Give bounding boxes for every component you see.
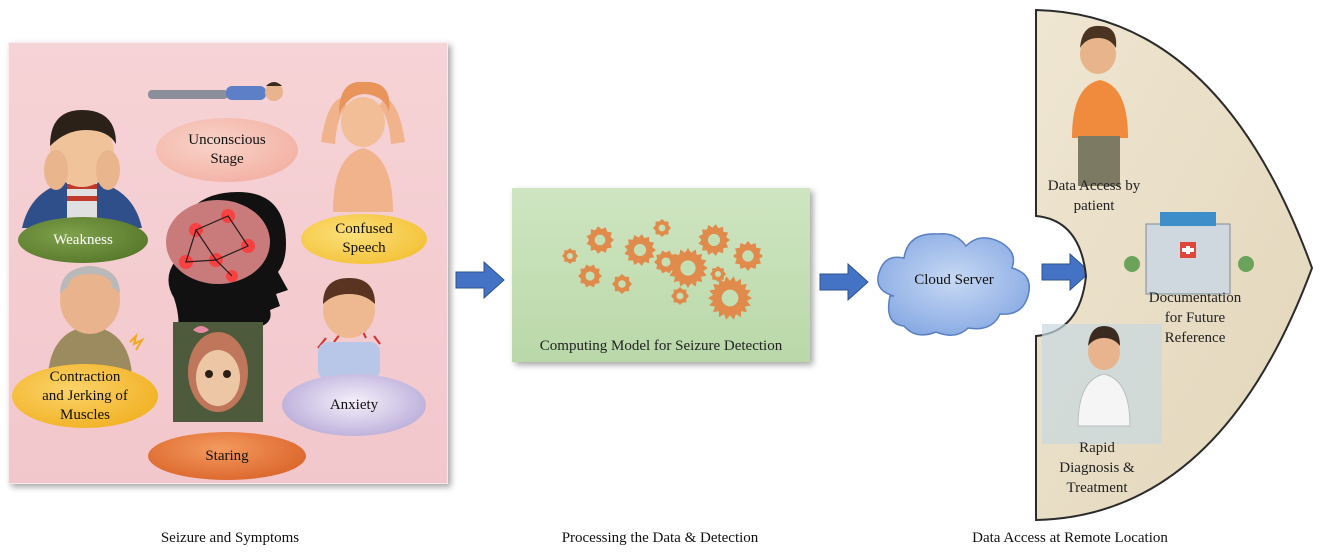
cloud-server-icon (877, 233, 1030, 336)
documentation-label: Documentation for Future Reference (1148, 290, 1242, 346)
gear-icon (708, 276, 752, 320)
unconscious-person-icon (148, 82, 283, 101)
rapid-diagnosis-label: Rapid Diagnosis & Treatment (1059, 440, 1135, 496)
gears-icon (562, 219, 763, 320)
gear-icon (733, 241, 763, 271)
brain-head-icon (166, 192, 288, 342)
unconscious-stage-label: Unconscious Stage (188, 132, 266, 167)
patient-icon (1072, 25, 1128, 186)
caption-processing: Processing the Data & Detection (561, 530, 759, 546)
confused-speech-label: Confused Speech (335, 221, 393, 256)
data-access-patient-label: Data Access by patient (1047, 178, 1141, 214)
confused-person-icon (321, 81, 405, 212)
anxiety-label: Anxiety (329, 396, 379, 413)
gear-icon (578, 264, 602, 288)
gear-icon (612, 274, 632, 294)
gear-icon (671, 287, 689, 305)
gear-icon (668, 248, 708, 288)
staring-girl-icon (173, 322, 263, 422)
arrow-right-icon (455, 260, 505, 300)
arrow-right-icon (819, 262, 869, 302)
weakness-label: Weakness (53, 231, 113, 248)
gear-icon (624, 234, 656, 266)
gear-icon (586, 226, 614, 254)
processing-panel: Computing Model for Seizure Detection (512, 188, 810, 362)
confused-speech-badge: Confused Speech (301, 214, 427, 264)
cloud-server-label: Cloud Server (914, 272, 994, 288)
computing-model-label: Computing Model for Seizure Detection (539, 338, 783, 354)
staring-badge: Staring (148, 432, 306, 480)
contraction-jerking-label: Contraction and Jerking of Muscles (42, 368, 128, 423)
anxiety-badge: Anxiety (282, 374, 426, 436)
weakness-badge: Weakness (18, 217, 148, 263)
gear-icon (562, 248, 578, 264)
unconscious-stage-badge: Unconscious Stage (156, 118, 298, 182)
staring-label: Staring (205, 447, 249, 464)
anxious-boy-icon (317, 278, 381, 380)
contraction-jerking-badge: Contraction and Jerking of Muscles (12, 364, 158, 428)
caption-remote-location: Data Access at Remote Location (972, 530, 1168, 546)
doctor-icon (1042, 324, 1162, 444)
symptoms-panel: Unconscious Stage Weakness Confused Spee… (8, 42, 448, 484)
arrow-right-icon (1041, 252, 1091, 292)
gear-icon (710, 266, 726, 282)
gear-icon (653, 219, 671, 237)
hospital-icon (1124, 212, 1254, 295)
old-man-icon (48, 266, 145, 374)
weakness-person-icon (22, 110, 142, 228)
remote-location-panel (1035, 8, 1314, 522)
caption-seizure-symptoms: Seizure and Symptoms (160, 530, 300, 546)
gear-icon (698, 224, 730, 256)
